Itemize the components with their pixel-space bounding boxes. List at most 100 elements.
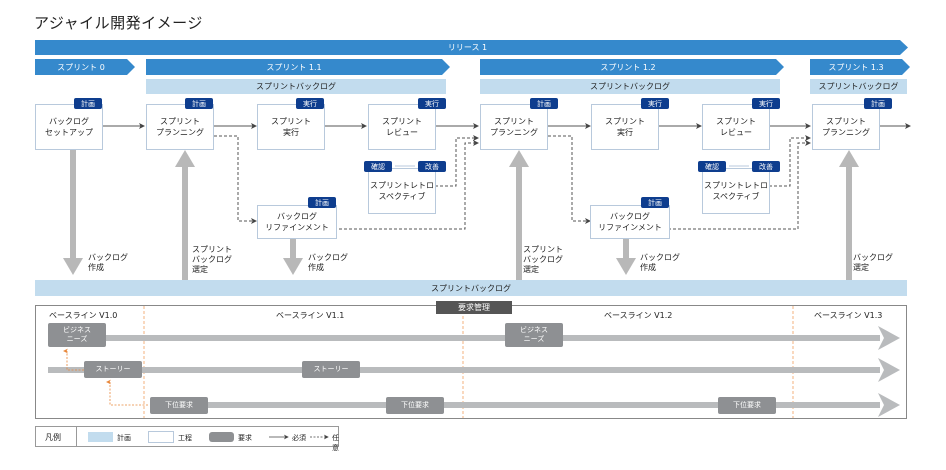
box-label: スプリント レビュー <box>382 117 422 137</box>
retro-box-1: スプリントレトロ スペクティブ <box>368 168 436 214</box>
flow-label-sprint-backlog-select: スプリント バックログ 選定 <box>192 245 232 274</box>
legend: 凡例 計画 工程 要求 必須 任意 <box>35 426 339 452</box>
process-box-sprint-review-1: スプリント レビュー <box>368 104 436 150</box>
tag-exec: 実行 <box>752 98 780 109</box>
sprint-1-1-label: スプリント 1.1 <box>146 59 442 75</box>
tag-plan: 計画 <box>185 98 213 109</box>
flow-label-backlog-create: バックログ 作成 <box>640 253 680 272</box>
tag-improve: 改善 <box>752 161 780 172</box>
tag-confirm: 確認 <box>364 161 392 172</box>
tag-exec: 実行 <box>296 98 324 109</box>
box-label: スプリント 実行 <box>605 117 645 137</box>
box-label: スプリント プランニング <box>822 117 870 137</box>
dashed-planning-to-refine-1 <box>214 135 257 224</box>
up-arrow-shaft-1 <box>182 164 188 280</box>
process-box-sprint-planning-1: スプリント プランニング <box>146 104 214 150</box>
legend-optional-label: 任意 <box>332 434 339 452</box>
box-label: スプリントレトロ スペクティブ <box>704 181 768 201</box>
process-box-backlog-setup: バックログ セットアップ <box>35 104 103 150</box>
box-label: スプリントレトロ スペクティブ <box>370 181 434 201</box>
box-label: スプリント 実行 <box>271 117 311 137</box>
legend-requirement-label: 要求 <box>238 434 252 442</box>
legend-requirement-swatch <box>209 432 234 442</box>
sprint-1-3-tip <box>902 59 910 75</box>
down-arrow-shaft-2 <box>290 238 296 262</box>
req-sub-requirement: 下位要求 <box>150 397 208 414</box>
legend-arrows <box>269 434 329 440</box>
sprint-0-label: スプリント 0 <box>35 59 127 75</box>
refine-box-1: バックログ リファインメント <box>257 205 337 239</box>
legend-required-label: 必須 <box>292 434 306 442</box>
process-box-sprint-exec-1: スプリント 実行 <box>257 104 325 150</box>
legend-divider <box>76 427 77 446</box>
req-business-needs: ビジネス ニーズ <box>505 323 563 347</box>
tag-confirm: 確認 <box>698 161 726 172</box>
baseline-v1-0: ベースライン V1.0 <box>49 311 118 320</box>
legend-title: 凡例 <box>45 433 61 442</box>
process-box-sprint-exec-2: スプリント 実行 <box>591 104 659 150</box>
up-arrow-head-3 <box>839 150 859 167</box>
page-title: アジャイル開発イメージ <box>34 14 203 32</box>
release-bar: リリース 1 <box>35 40 900 55</box>
tag-plan: 計画 <box>308 197 336 208</box>
sprint-backlog-header-1-3: スプリントバックログ <box>810 79 907 94</box>
req-story: ストーリー <box>84 361 142 378</box>
box-label: バックログ リファインメント <box>598 212 662 232</box>
retro-box-2: スプリントレトロ スペクティブ <box>702 168 770 214</box>
up-arrow-head-1 <box>175 150 195 167</box>
box-label: バックログ セットアップ <box>45 117 93 137</box>
box-label: スプリント プランニング <box>156 117 204 137</box>
req-sub-requirement: 下位要求 <box>718 397 776 414</box>
sprint-1-3-label: スプリント 1.3 <box>810 59 902 75</box>
flow-label-backlog-create: バックログ 作成 <box>308 253 348 272</box>
legend-process-label: 工程 <box>178 434 192 442</box>
sprint-1-2-label: スプリント 1.2 <box>480 59 776 75</box>
baseline-v1-3: ベースライン V1.3 <box>814 311 883 320</box>
legend-process-swatch <box>148 431 174 443</box>
sprint-1-2-tip <box>776 59 784 75</box>
baseline-v1-2: ベースライン V1.2 <box>604 311 673 320</box>
tag-exec: 実行 <box>641 98 669 109</box>
release-label: リリース 1 <box>447 43 488 52</box>
sprint-1-3: スプリント 1.3 <box>810 59 910 75</box>
tag-exec: 実行 <box>418 98 446 109</box>
req-business-needs: ビジネス ニーズ <box>48 323 106 347</box>
req-sub-requirement: 下位要求 <box>386 397 444 414</box>
requirements-title: 要求管理 <box>436 301 512 314</box>
sprint-backlog-bar: スプリントバックログ <box>35 280 907 296</box>
flow-label-backlog-create: バックログ 作成 <box>88 253 128 272</box>
process-box-sprint-review-2: スプリント レビュー <box>702 104 770 150</box>
tag-plan: 計画 <box>74 98 102 109</box>
box-label: スプリント プランニング <box>490 117 538 137</box>
process-box-sprint-planning-2: スプリント プランニング <box>480 104 548 150</box>
sprint-backlog-header-1-1: スプリントバックログ <box>146 79 446 94</box>
refine-box-2: バックログ リファインメント <box>590 205 670 239</box>
tag-plan: 計画 <box>864 98 892 109</box>
box-label: スプリント レビュー <box>716 117 756 137</box>
req-story: ストーリー <box>302 361 360 378</box>
sprint-0: スプリント 0 <box>35 59 135 75</box>
up-arrow-shaft-2 <box>516 164 522 280</box>
tag-plan: 計画 <box>530 98 558 109</box>
tag-improve: 改善 <box>418 161 446 172</box>
sprint-0-tip <box>127 59 135 75</box>
down-arrow-head-3 <box>616 258 636 275</box>
up-arrow-shaft-3 <box>846 164 852 280</box>
baseline-v1-1: ベースライン V1.1 <box>276 311 345 320</box>
down-arrow-shaft-1 <box>70 150 76 262</box>
down-arrow-shaft-3 <box>623 238 629 262</box>
dashed-planning-to-refine-2 <box>548 135 591 224</box>
flow-label-sprint-backlog-select: スプリント バックログ 選定 <box>523 245 563 274</box>
up-arrow-head-2 <box>509 150 529 167</box>
sprint-1-1-tip <box>442 59 450 75</box>
box-label: バックログ リファインメント <box>265 212 329 232</box>
down-arrow-head-1 <box>63 258 83 275</box>
process-box-sprint-planning-3: スプリント プランニング <box>812 104 880 150</box>
down-arrow-head-2 <box>283 258 303 275</box>
legend-plan-label: 計画 <box>117 434 131 442</box>
sprint-1-1: スプリント 1.1 <box>146 59 450 75</box>
tag-plan: 計画 <box>641 197 669 208</box>
flow-label-backlog-select: バックログ 選定 <box>853 253 893 272</box>
legend-plan-swatch <box>88 432 113 442</box>
sprint-1-2: スプリント 1.2 <box>480 59 784 75</box>
